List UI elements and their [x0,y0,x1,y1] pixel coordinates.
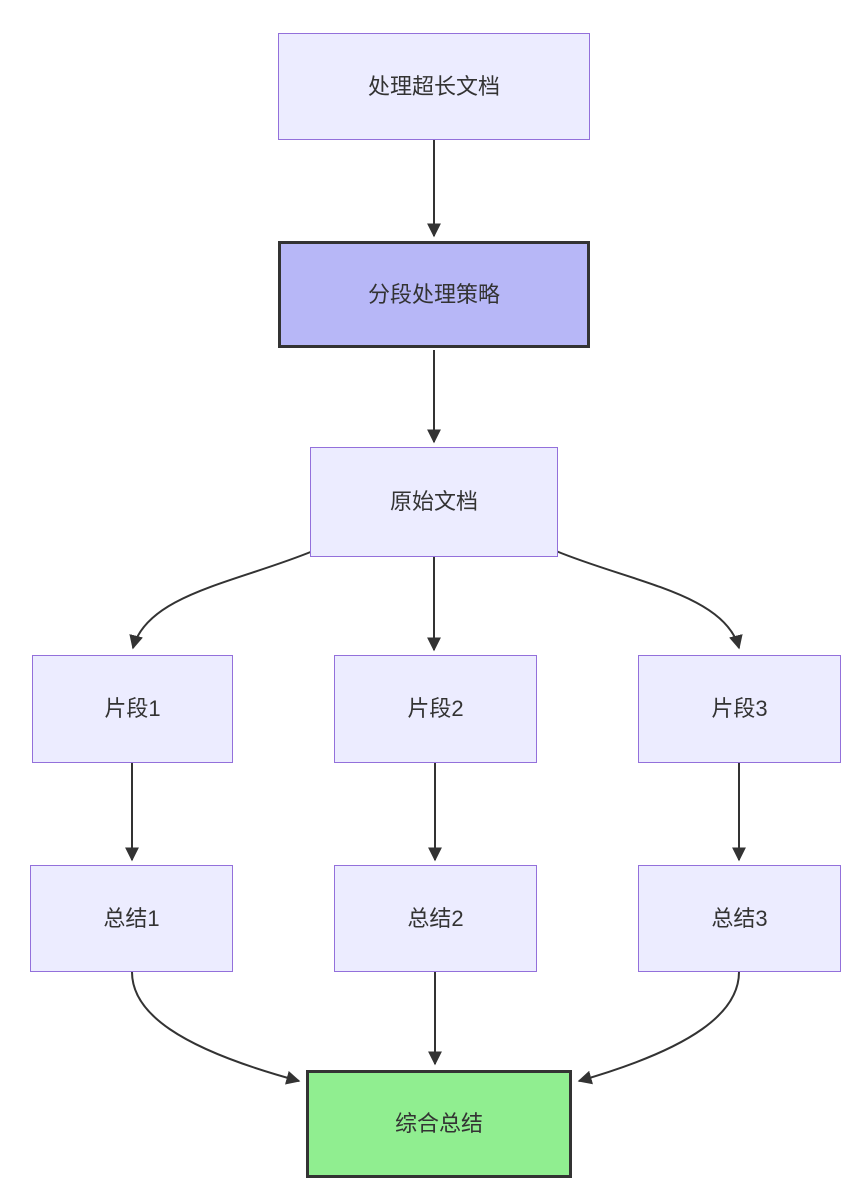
node-segment-strategy: 分段处理策略 [278,241,590,348]
node-label: 总结2 [407,905,464,931]
edge-C-D1 [129,550,314,650]
node-fragment-2: 片段2 [334,655,537,763]
node-label: 片段2 [407,696,464,721]
node-fragment-3: 片段3 [638,655,841,763]
node-process-long-doc: 处理超长文档 [278,33,590,140]
edge-E3-F [577,971,740,1085]
node-summary-3: 总结3 [638,865,841,972]
node-original-doc: 原始文档 [310,447,558,557]
node-summary-1: 总结1 [30,865,233,972]
node-label: 总结3 [711,905,768,931]
node-label: 原始文档 [389,489,478,514]
node-label: 片段1 [104,696,161,721]
node-label: 综合总结 [394,1111,483,1136]
node-label: 处理超长文档 [367,73,500,99]
node-combined-summary: 综合总结 [306,1070,572,1178]
edge-E1-F [131,971,301,1085]
node-label: 总结1 [103,905,160,931]
node-label: 分段处理策略 [367,281,500,307]
edge-C-D3 [555,550,743,650]
node-label: 片段3 [711,696,768,721]
node-fragment-1: 片段1 [32,655,233,763]
node-summary-2: 总结2 [334,865,537,972]
